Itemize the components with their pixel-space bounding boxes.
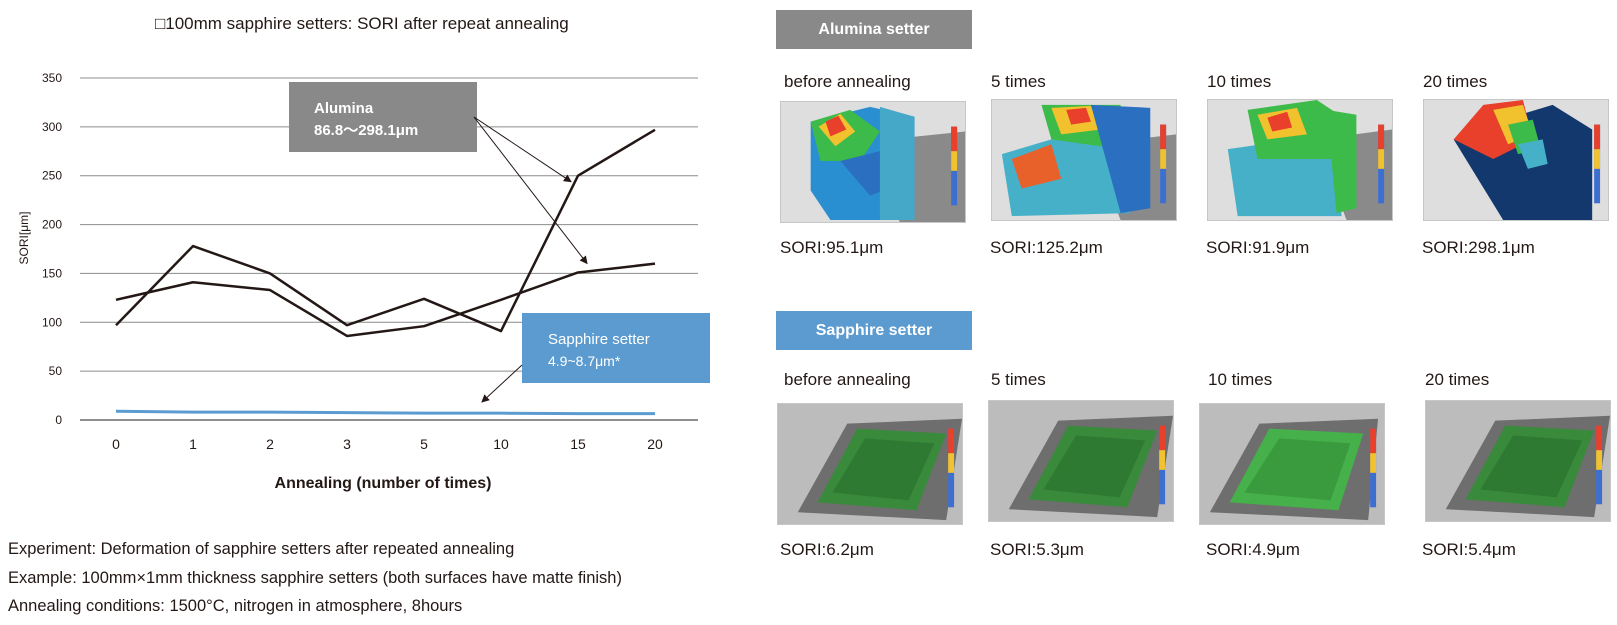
- sapphire-callout-range: 4.9~8.7μm*: [548, 353, 621, 369]
- y-tick-label: 250: [42, 169, 62, 183]
- alumina-surface-scan-0: [780, 101, 966, 223]
- alumina-surface-scan-1: [991, 99, 1177, 221]
- sapphire-setter-header: Sapphire setter: [776, 311, 972, 350]
- x-tick-label: 1: [189, 436, 197, 452]
- y-tick-label: 0: [55, 413, 62, 427]
- sapphire-callout-box: [522, 313, 710, 383]
- sapphire-panel-value-3: SORI:5.4μm: [1422, 540, 1516, 559]
- y-tick-label: 100: [42, 315, 62, 329]
- x-tick-label: 5: [420, 436, 428, 452]
- sapphire-panel-value-1: SORI:5.3μm: [990, 540, 1084, 559]
- alumina-surface-scan-3: [1423, 99, 1609, 221]
- sapphire-surface-scan-2: [1199, 403, 1385, 525]
- alumina-panel-value-0: SORI:95.1μm: [780, 238, 884, 257]
- sapphire-callout-title: Sapphire setter: [548, 331, 650, 348]
- alumina-panel-value-2: SORI:91.9μm: [1206, 238, 1310, 257]
- alumina-panel-value-3: SORI:298.1μm: [1422, 238, 1535, 257]
- sapphire-surface-scan-1: [988, 400, 1174, 522]
- alumina-arrow-lower: [473, 116, 588, 265]
- x-tick-label: 2: [266, 436, 274, 452]
- sapphire-panel-value-2: SORI:4.9μm: [1206, 540, 1300, 559]
- y-tick-label: 300: [42, 120, 62, 134]
- y-axis-label: SORI[μm]: [17, 212, 31, 265]
- alumina-setter-header: Alumina setter: [776, 10, 972, 49]
- y-tick-label: 200: [42, 218, 62, 232]
- alumina-arrow-upper: [473, 116, 572, 183]
- sapphire-surface-scan-3: [1425, 400, 1611, 522]
- example-note: Example: 100mm×1mm thickness sapphire se…: [8, 569, 622, 587]
- sapphire-panel-label-1: 5 times: [991, 370, 1046, 389]
- sapphire-panel-label-0: before annealing: [784, 370, 911, 389]
- sori-line-chart: 0 50 100 150 200 250 300 350 0 1 2 3 5 10 15 20 SORI[μm]…: [17, 71, 710, 492]
- experiment-note: Experiment: Deformation of sapphire sett…: [8, 540, 515, 558]
- sapphire-panel-value-0: SORI:6.2μm: [780, 540, 874, 559]
- sapphire-panel-label-2: 10 times: [1208, 370, 1273, 389]
- y-tick-label: 350: [42, 71, 62, 85]
- x-tick-label: 20: [647, 436, 663, 452]
- alumina-callout-box: [289, 82, 477, 152]
- alumina-panel-label-2: 10 times: [1207, 72, 1272, 91]
- alumina-surface-scan-2: [1207, 99, 1393, 221]
- y-tick-label: 50: [49, 364, 63, 378]
- sapphire-surface-scan-0: [777, 403, 963, 525]
- x-axis-label: Annealing (number of times): [275, 475, 492, 492]
- chart-title: □100mm sapphire setters: SORI after repe…: [155, 14, 569, 33]
- series-line-0: [115, 128, 656, 333]
- alumina-panel-label-1: 5 times: [991, 72, 1046, 91]
- sapphire-panel-label-3: 20 times: [1425, 370, 1490, 389]
- alumina-callout-range: 86.8～298.1μm: [314, 122, 418, 139]
- series-line-1: [115, 262, 656, 338]
- series-line-2: [115, 409, 655, 416]
- alumina-callout-title: Alumina: [314, 100, 374, 117]
- alumina-panel-label-0: before annealing: [784, 72, 911, 91]
- sapphire-arrow: [481, 364, 523, 403]
- alumina-panel-value-1: SORI:125.2μm: [990, 238, 1103, 257]
- conditions-note: Annealing conditions: 1500°C, nitrogen i…: [8, 597, 463, 615]
- x-tick-label: 10: [493, 436, 509, 452]
- alumina-panel-label-3: 20 times: [1423, 72, 1488, 91]
- x-tick-label: 15: [570, 436, 586, 452]
- x-tick-label: 0: [112, 436, 120, 452]
- y-tick-label: 150: [42, 266, 62, 280]
- x-tick-label: 3: [343, 436, 351, 452]
